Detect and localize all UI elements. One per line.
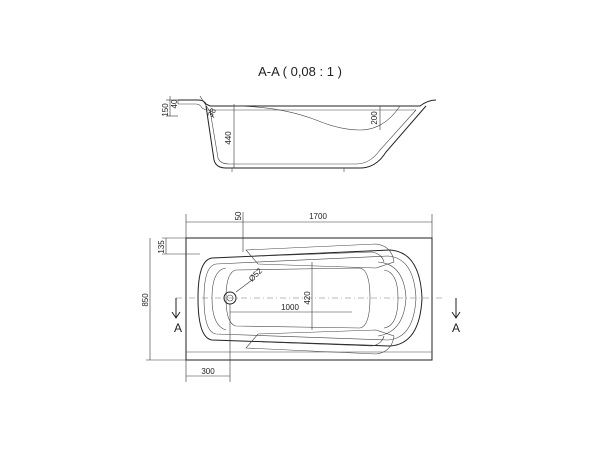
plan-armrest-bottom-inner — [261, 335, 385, 347]
dim-text-200: 200 — [370, 111, 379, 125]
plan-basin-outline — [197, 249, 423, 347]
section-tub-outline — [205, 105, 427, 169]
dim-leader-drain — [235, 279, 253, 293]
dim-text-440: 440 — [224, 131, 233, 145]
plan-basin-inner — [203, 255, 417, 341]
plan-view: 1700 50 135 850 — [141, 211, 461, 382]
dim-text-1000: 1000 — [281, 303, 299, 312]
dim-text-300: 300 — [201, 367, 215, 376]
dim-text-850: 850 — [141, 293, 150, 307]
dim-leader-38 — [199, 95, 215, 119]
dim-text-420: 420 — [303, 291, 312, 305]
dim-text-150: 150 — [161, 103, 170, 117]
section-marker-left: A — [174, 321, 182, 335]
plan-armrest-top — [245, 243, 395, 269]
dim-text-40: 40 — [170, 99, 179, 108]
dim-text-50: 50 — [234, 211, 243, 220]
plan-armrest-bottom — [245, 329, 395, 355]
section-tub-inner — [209, 109, 417, 165]
dim-text-drain: Ø52 — [247, 266, 264, 283]
section-marker-right-arrow — [451, 298, 461, 319]
section-inner-rim — [178, 103, 416, 111]
dim-text-1700: 1700 — [309, 212, 327, 221]
section-title: A-A ( 0,08 : 1 ) — [258, 64, 342, 79]
plan-backrest-inner — [383, 269, 399, 329]
section-marker-right: A — [452, 321, 460, 335]
section-view: 150 40 38 440 200 — [161, 95, 437, 172]
plan-outer-rim — [185, 237, 433, 361]
plan-floor — [225, 267, 371, 329]
drain-inner — [226, 294, 234, 302]
dim-text-135: 135 — [157, 240, 166, 254]
plan-backrest — [377, 261, 407, 337]
section-rim-line — [178, 99, 437, 107]
section-marker-left-arrow — [171, 298, 181, 319]
plan-armrest-top-inner — [261, 251, 385, 263]
